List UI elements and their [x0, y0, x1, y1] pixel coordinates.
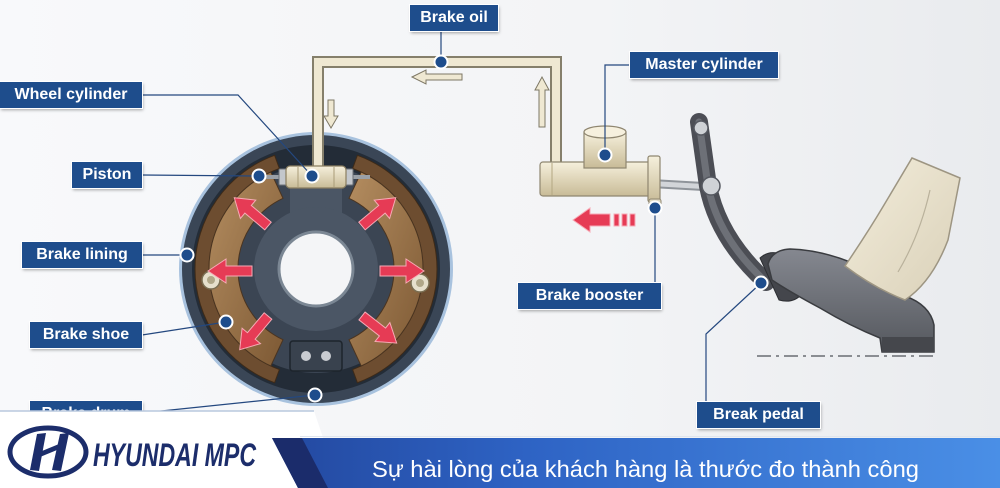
marker-brake-drum — [307, 387, 323, 403]
connector-piston — [141, 174, 260, 177]
hyundai-logo-icon — [7, 425, 89, 479]
force-arrow-lower-left-icon — [239, 312, 273, 351]
marker-brake-shoe — [218, 314, 234, 330]
banner-blue-band — [272, 438, 1000, 488]
pedal-pivot-top — [693, 120, 709, 136]
marker-brake-lining — [179, 247, 195, 263]
shoe-web-right — [348, 171, 424, 367]
connector-brake-shoe — [141, 321, 227, 336]
anchor-pin-right — [410, 273, 430, 293]
anchor-block — [289, 340, 343, 372]
shoe-force-arrows — [207, 197, 425, 351]
marker-break-pedal — [753, 275, 769, 291]
marker-brake-oil — [433, 54, 449, 70]
flow-arrow-up-icon — [534, 75, 550, 128]
connector-master-cylinder — [604, 64, 630, 155]
force-arrow-lower-right-icon — [358, 311, 398, 344]
trouser-leg — [843, 157, 961, 301]
marker-piston — [251, 168, 267, 184]
connector-brake-drum — [141, 394, 316, 414]
banner-dark-stripe — [272, 438, 328, 488]
brand-name: HYUNDAI MPC — [93, 437, 257, 473]
hub-hole — [277, 230, 355, 308]
flow-arrow-down-icon — [323, 99, 339, 129]
force-arrow-upper-left-icon — [233, 197, 272, 231]
connector-wheel-cylinder — [142, 94, 313, 177]
marker-wheel-cylinder — [304, 168, 320, 184]
force-arrow-right-icon — [379, 258, 425, 284]
brake-shoe-right — [348, 154, 438, 384]
marker-master-cylinder — [597, 147, 613, 163]
flow-arrow-left-icon — [410, 69, 463, 85]
driver-foot — [767, 157, 961, 353]
marker-brake-booster — [647, 200, 663, 216]
force-arrow-left-icon — [207, 258, 253, 284]
connector-break-pedal — [705, 282, 762, 402]
shoe — [767, 248, 935, 353]
pedal-pivot-rod — [701, 176, 721, 196]
marker-dots — [179, 54, 769, 403]
force-arrow-upper-right-icon — [358, 197, 397, 231]
push-direction-arrow-icon — [572, 207, 636, 233]
shoe-heel — [882, 337, 934, 352]
slogan: Sự hài lòng của khách hàng là thước đo t… — [372, 456, 919, 482]
banner-white-panel — [0, 411, 340, 488]
